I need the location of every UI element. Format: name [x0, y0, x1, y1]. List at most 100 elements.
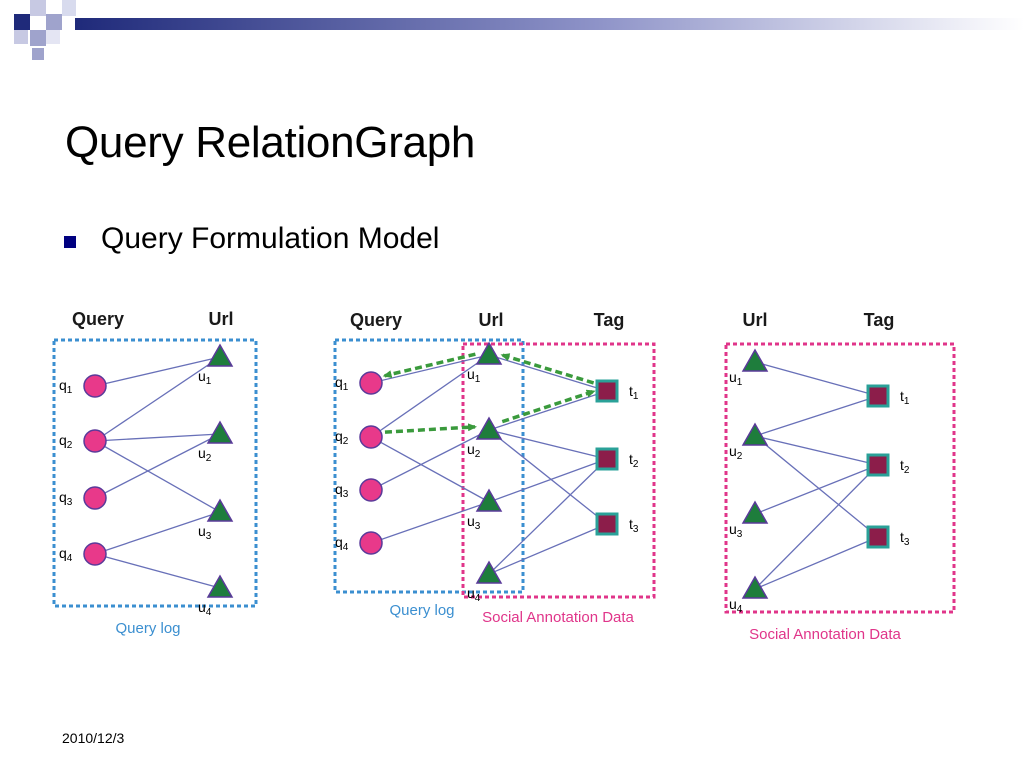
query-node-label: q1 [59, 377, 73, 396]
tag-node-t2 [595, 447, 619, 471]
box-caption: Query log [115, 620, 180, 637]
graph-edge [754, 395, 879, 437]
query-node-q1 [359, 371, 383, 395]
dashed-group-box [724, 342, 956, 614]
query-node-q3 [359, 478, 383, 502]
graph-edge [370, 354, 490, 384]
graph-edge [370, 429, 490, 491]
box-caption: Social Annotation Data [749, 626, 901, 643]
url-node-label: u3 [729, 521, 743, 540]
graph-edge [754, 435, 879, 466]
query-node-q4 [359, 531, 383, 555]
query-node-q1 [83, 374, 107, 398]
url-node-label: u4 [729, 596, 743, 615]
bullet-text: Query Formulation Model [101, 222, 440, 255]
tag-node-label: t3 [629, 516, 639, 535]
column-header-query: Query [72, 309, 124, 329]
dashed-flow-arrow [382, 352, 476, 379]
graph-edge [754, 464, 879, 515]
graph-edge [754, 435, 879, 538]
url-node-u3 [475, 488, 503, 512]
graph-edge [754, 361, 879, 397]
query-node-label: q2 [335, 428, 349, 447]
graph-edge [488, 429, 608, 525]
box-caption: Query log [389, 602, 454, 619]
dashed-flow-arrow [501, 389, 596, 424]
graph-edge [370, 436, 490, 503]
query-node-q3 [83, 486, 107, 510]
graph-edge [488, 354, 608, 392]
url-node-u4 [206, 574, 234, 598]
url-node-u3 [206, 498, 234, 522]
graph-edge [754, 536, 879, 590]
column-header-url: Url [742, 310, 767, 330]
graph-edge [94, 433, 221, 442]
dashed-group-box [52, 338, 258, 608]
query-node-q2 [359, 425, 383, 449]
url-node-label: u4 [198, 599, 212, 618]
url-node-label: u2 [467, 441, 481, 460]
url-node-label: u1 [198, 368, 212, 387]
tag-node-t1 [866, 384, 890, 408]
graph-edge [488, 523, 608, 575]
tag-node-label: t2 [629, 451, 639, 470]
graph-edge [488, 390, 608, 431]
query-node-label: q4 [335, 534, 349, 553]
dashed-group-box [333, 338, 525, 594]
url-node-u2 [206, 420, 234, 444]
url-node-u2 [741, 422, 769, 446]
tag-node-t3 [595, 512, 619, 536]
url-node-u2 [475, 416, 503, 440]
column-header-tag: Tag [864, 310, 895, 330]
graph-edge [94, 356, 221, 387]
column-header-url: Url [478, 310, 503, 330]
query-node-label: q2 [59, 432, 73, 451]
column-header-query: Query [350, 310, 402, 330]
graph-edge [370, 354, 490, 438]
url-node-u1 [741, 348, 769, 372]
tag-node-t1 [595, 379, 619, 403]
graph-edge [94, 356, 221, 442]
bullet-square-icon [64, 236, 76, 248]
tag-node-label: t3 [900, 529, 910, 548]
query-node-label: q3 [335, 481, 349, 500]
graph-edge [488, 458, 608, 503]
graph-edge [94, 511, 221, 555]
url-node-label: u3 [467, 513, 481, 532]
graph-edge [94, 553, 221, 589]
url-node-label: u2 [729, 443, 743, 462]
dashed-flow-arrow [500, 353, 595, 385]
dashed-group-box [461, 342, 656, 599]
graph-edge [488, 458, 608, 575]
query-node-label: q4 [59, 545, 73, 564]
query-node-q4 [83, 542, 107, 566]
url-node-label: u1 [467, 366, 481, 385]
url-node-u1 [475, 341, 503, 365]
column-header-tag: Tag [594, 310, 625, 330]
query-node-label: q3 [59, 489, 73, 508]
box-caption: Social Annotation Data [482, 609, 634, 626]
query-node-label: q1 [335, 374, 349, 393]
column-header-url: Url [208, 309, 233, 329]
url-node-u4 [741, 575, 769, 599]
url-node-u1 [206, 343, 234, 367]
query-node-q2 [83, 429, 107, 453]
date-footer: 2010/12/3 [62, 730, 125, 746]
title-decoration-bar [0, 0, 1024, 60]
graph-edge [94, 440, 221, 513]
graph-edge [488, 429, 608, 460]
tag-node-t2 [866, 453, 890, 477]
tag-node-t3 [866, 525, 890, 549]
url-node-u3 [741, 500, 769, 524]
graph-edge [370, 501, 490, 544]
tag-node-label: t1 [900, 388, 910, 407]
dashed-flow-arrow [384, 423, 478, 434]
url-node-label: u1 [729, 369, 743, 388]
graph-edge [94, 433, 221, 499]
tag-node-label: t1 [629, 383, 639, 402]
tag-node-label: t2 [900, 457, 910, 476]
